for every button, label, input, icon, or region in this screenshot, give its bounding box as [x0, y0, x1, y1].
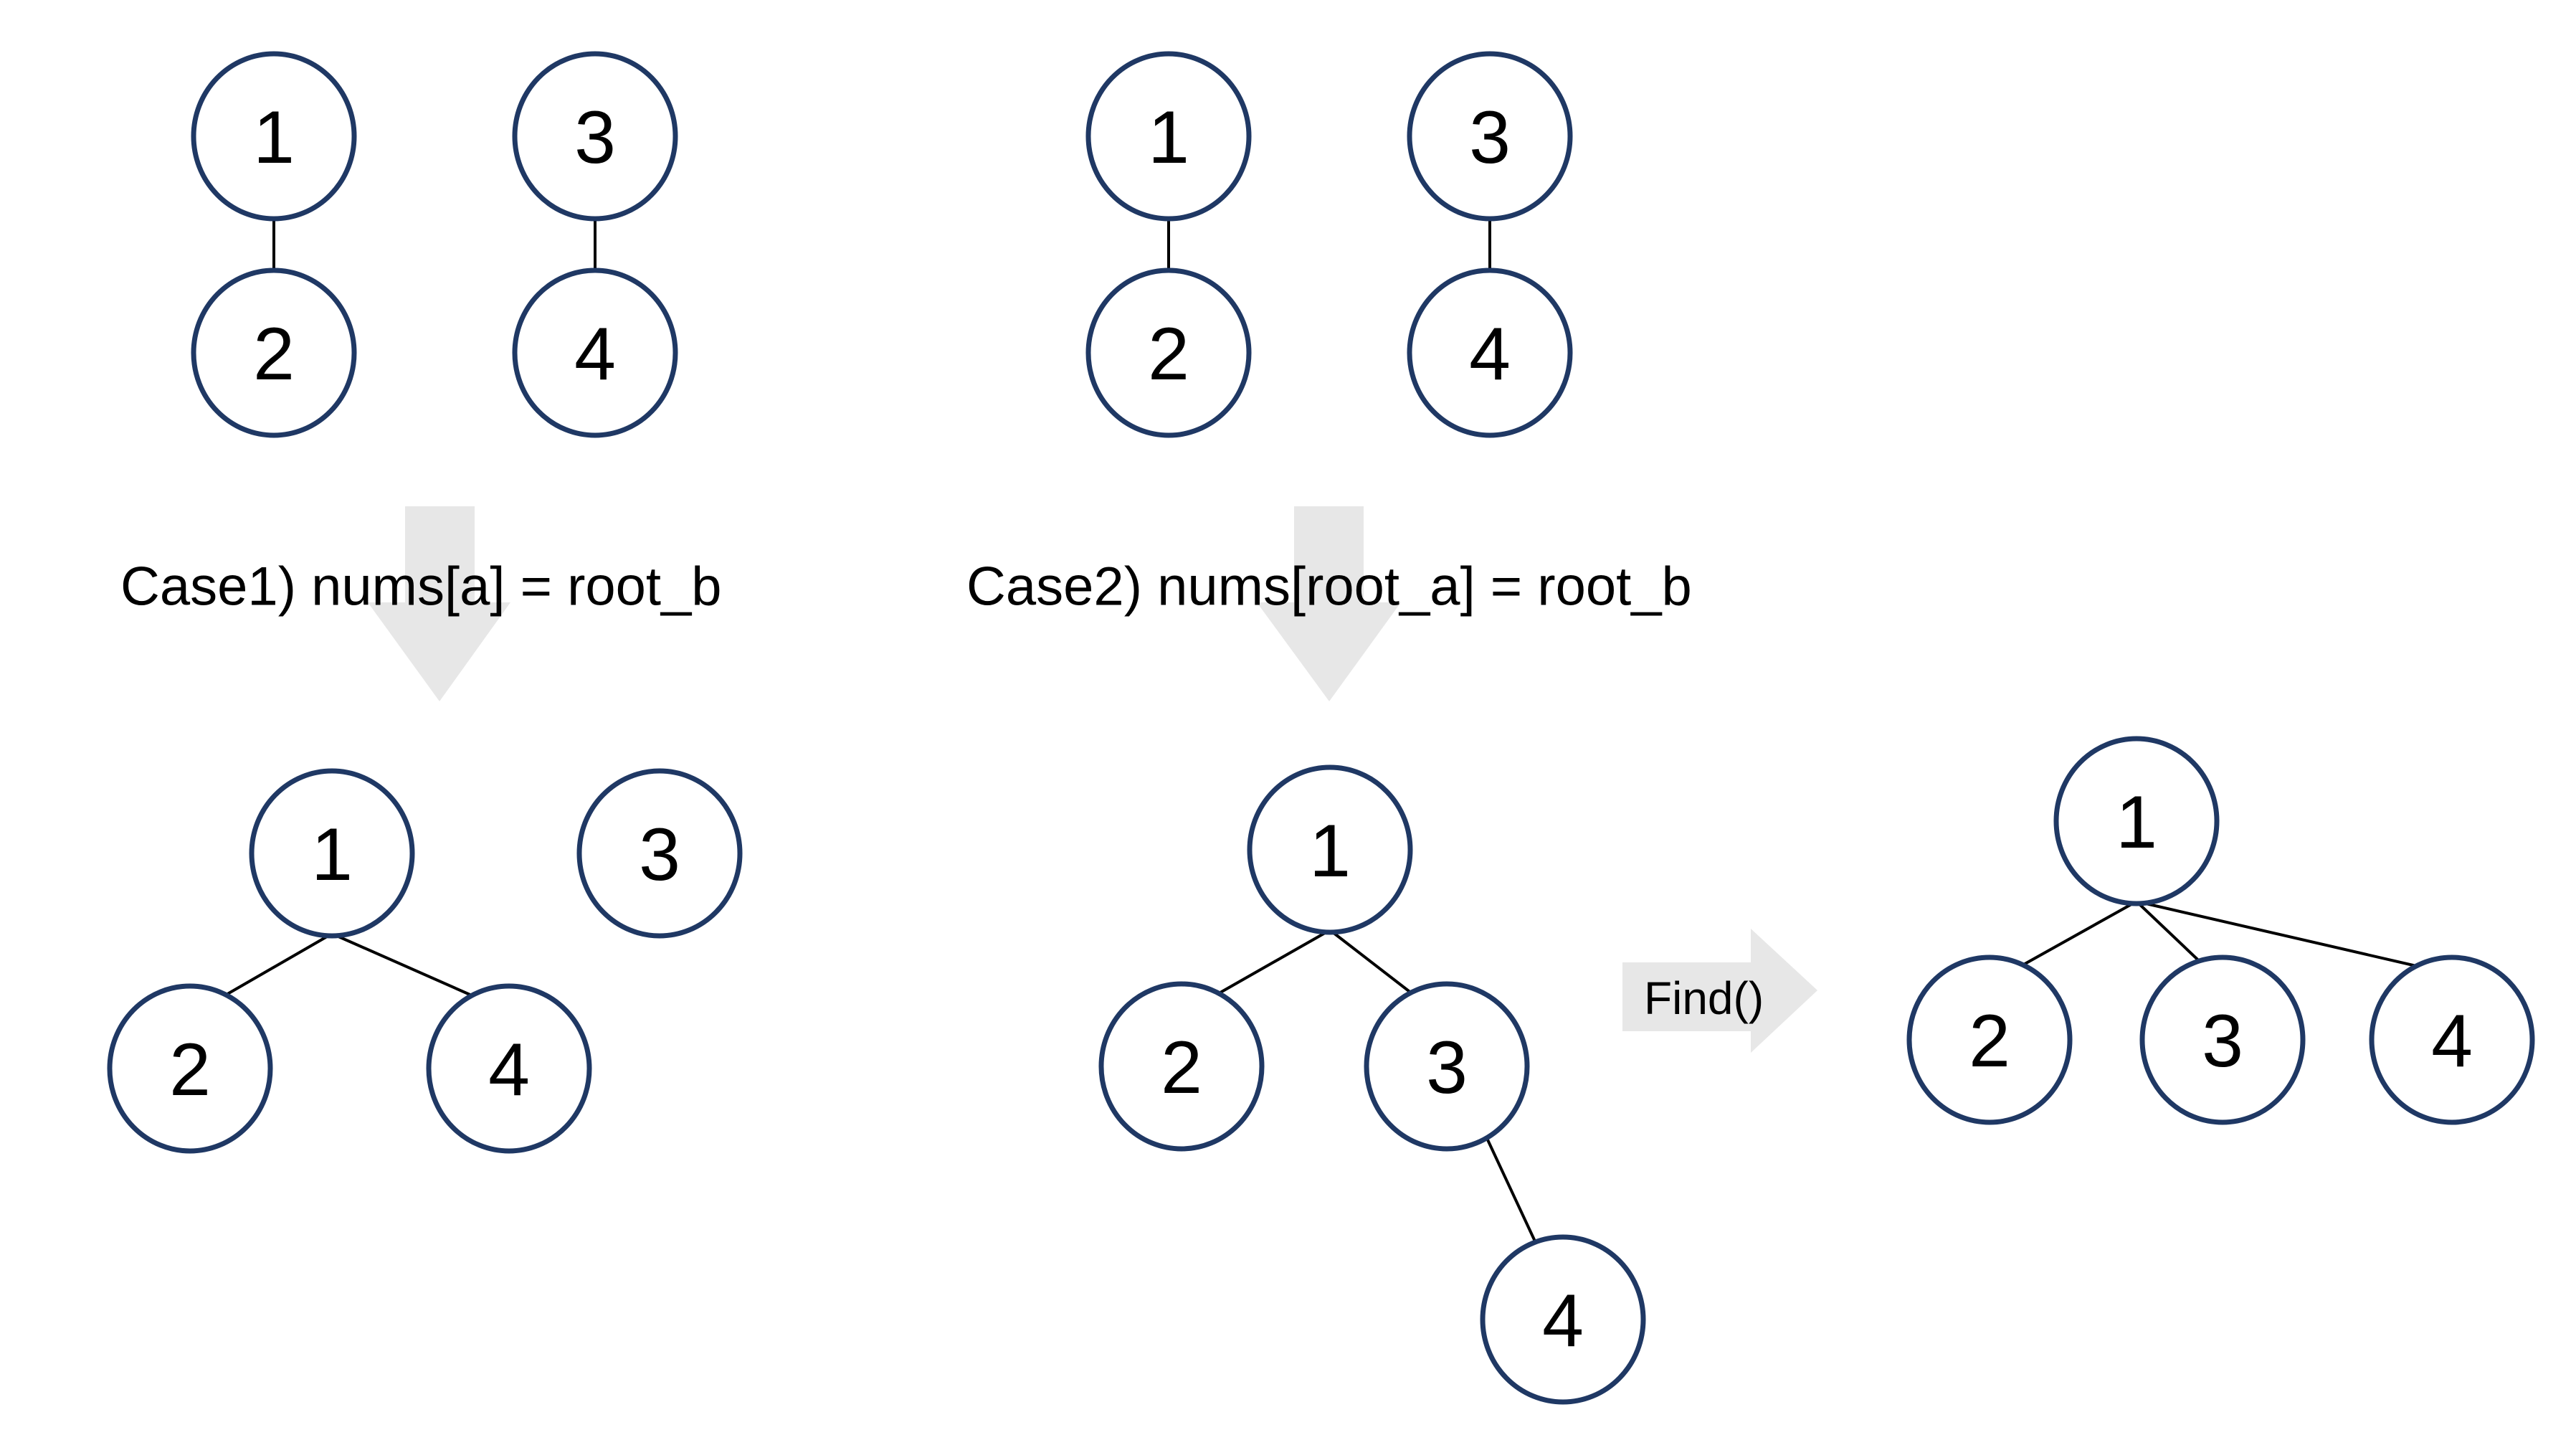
node-label: 2	[1969, 1000, 2010, 1083]
node-circle	[1480, 1234, 1646, 1405]
node-circle	[1407, 267, 1573, 438]
group-case2-before: 1 2 3 4	[1085, 51, 1573, 438]
node-label: 3	[574, 96, 616, 179]
node-2[interactable]: 2	[1098, 981, 1265, 1152]
node-1[interactable]: 1	[1085, 51, 1252, 222]
node-label: 1	[311, 813, 353, 896]
node-label: 2	[253, 313, 295, 396]
node-4[interactable]: 4	[2369, 955, 2535, 1125]
node-label: 1	[2116, 781, 2157, 864]
node-label: 2	[169, 1028, 211, 1112]
find-caption: Find()	[1644, 972, 1764, 1024]
node-label: 3	[1426, 1026, 1468, 1109]
node-2[interactable]: 2	[191, 267, 357, 438]
node-label: 1	[1309, 810, 1351, 893]
node-4[interactable]: 4	[1480, 1234, 1646, 1405]
node-label: 1	[253, 96, 295, 179]
node-3[interactable]: 3	[1364, 981, 1530, 1152]
node-label: 2	[1148, 313, 1189, 396]
edge-1-2	[2014, 900, 2137, 971]
node-circle	[1407, 51, 1573, 222]
node-label: 2	[1161, 1026, 1202, 1109]
node-4[interactable]: 4	[426, 983, 592, 1154]
node-circle	[512, 267, 678, 438]
node-circle	[512, 51, 678, 222]
edge-1-3	[2135, 900, 2210, 971]
node-circle	[2369, 955, 2535, 1125]
node-4[interactable]: 4	[1407, 267, 1573, 438]
node-1[interactable]: 1	[2053, 736, 2220, 906]
node-circle	[426, 983, 592, 1154]
node-label: 4	[2431, 1000, 2473, 1083]
edge-1-2	[214, 932, 333, 1003]
node-1[interactable]: 1	[191, 51, 357, 222]
node-3[interactable]: 3	[1407, 51, 1573, 222]
node-label: 1	[1148, 96, 1189, 179]
case2-caption: Case2) nums[root_a] = root_b	[966, 556, 1692, 617]
node-2[interactable]: 2	[1085, 267, 1252, 438]
node-circle	[1247, 764, 1413, 935]
node-circle	[576, 768, 743, 939]
node-circle	[2139, 955, 2306, 1125]
node-circle	[1906, 955, 2073, 1125]
edge-1-4	[2136, 900, 2433, 971]
node-circle	[191, 267, 357, 438]
node-circle	[191, 51, 357, 222]
node-label: 4	[574, 313, 616, 396]
case1-caption: Case1) nums[a] = root_b	[120, 556, 722, 617]
edge-1-2	[1209, 929, 1331, 1000]
node-3[interactable]: 3	[512, 51, 678, 222]
node-circle	[2053, 736, 2220, 906]
case1-down-arrow-icon	[368, 506, 510, 701]
node-circle	[1085, 51, 1252, 222]
node-4[interactable]: 4	[512, 267, 678, 438]
node-label: 3	[1469, 96, 1511, 179]
edge-1-3	[1329, 929, 1420, 1000]
node-1[interactable]: 1	[249, 768, 415, 939]
node-circle	[249, 768, 415, 939]
node-circle	[1085, 267, 1252, 438]
node-2[interactable]: 2	[1906, 955, 2073, 1125]
node-label: 3	[2202, 1000, 2243, 1083]
node-circle	[1098, 981, 1265, 1152]
group-case2-after: 1 2 3 4	[1098, 764, 1646, 1405]
case2-down-arrow-icon	[1257, 506, 1401, 701]
edge-3-4	[1484, 1135, 1537, 1244]
node-label: 4	[1542, 1279, 1584, 1363]
node-label: 4	[1469, 313, 1511, 396]
group-find-result: 1 2 3 4	[1906, 736, 2535, 1125]
edge-1-4	[331, 932, 485, 1003]
node-3[interactable]: 3	[2139, 955, 2306, 1125]
arrow-layer	[368, 506, 1817, 1053]
group-case1-before: 1 2 3 4	[191, 51, 678, 438]
node-1[interactable]: 1	[1247, 764, 1413, 935]
node-label: 4	[488, 1028, 530, 1112]
node-label: 3	[639, 813, 680, 896]
node-2[interactable]: 2	[107, 983, 273, 1154]
node-circle	[107, 983, 273, 1154]
node-3[interactable]: 3	[576, 768, 743, 939]
find-right-arrow-icon	[1622, 929, 1817, 1053]
group-case1-after: 1 3 2 4	[107, 768, 743, 1154]
node-circle	[1364, 981, 1530, 1152]
